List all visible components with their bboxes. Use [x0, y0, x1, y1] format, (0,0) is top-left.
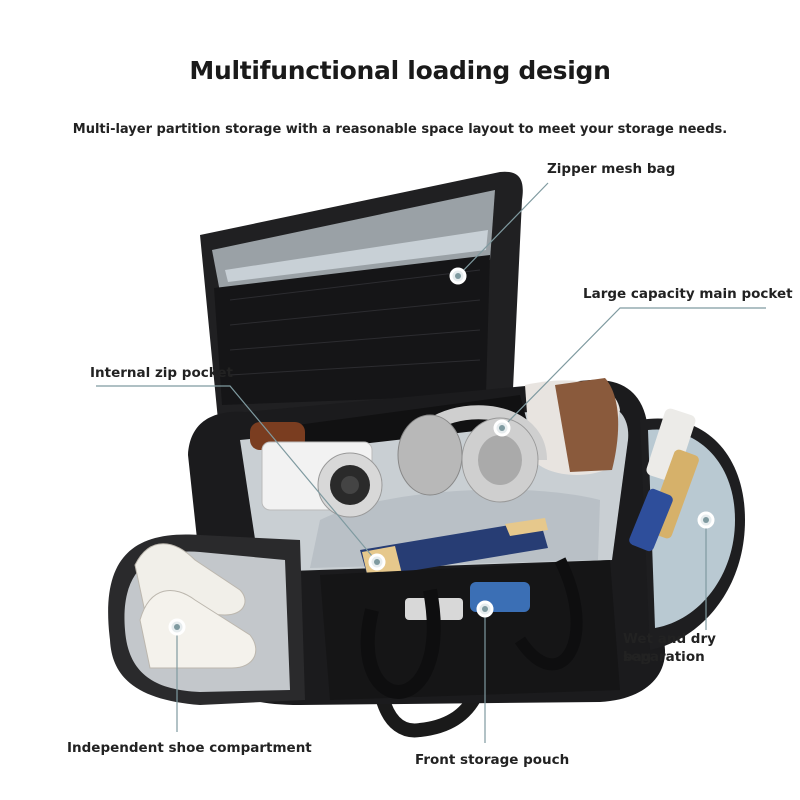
camera — [261, 441, 383, 518]
callout-zipper-mesh-bag: Zipper mesh bag — [547, 161, 676, 177]
mesh-pocket — [214, 255, 490, 405]
leader-line-zipper-mesh — [457, 182, 549, 277]
callout-front-storage-pouch: Front storage pouch — [415, 752, 570, 768]
callout-wet-dry-separation-line2: bag — [623, 649, 652, 665]
callout-independent-shoe-compartment: Independent shoe compartment — [67, 740, 312, 756]
leader-lines — [96, 182, 766, 743]
callout-internal-zip-pocket: Internal zip pocket — [90, 365, 233, 381]
callout-wet-dry-separation-line1: Wet and dry separation — [623, 631, 716, 665]
leader-line-main-pocket — [501, 307, 766, 429]
subheadline: Multi-layer partition storage with a rea… — [72, 122, 728, 137]
open-lid — [200, 171, 523, 420]
wet-dry-compartment — [629, 408, 745, 650]
bag-body — [188, 378, 666, 705]
shoe-compartment — [108, 534, 305, 705]
leader-line-internal-zip — [96, 385, 378, 563]
callout-large-capacity-main-pocket: Large capacity main pocket — [583, 286, 793, 302]
headline: Multifunctional loading design — [189, 56, 611, 85]
headphones — [397, 405, 547, 503]
